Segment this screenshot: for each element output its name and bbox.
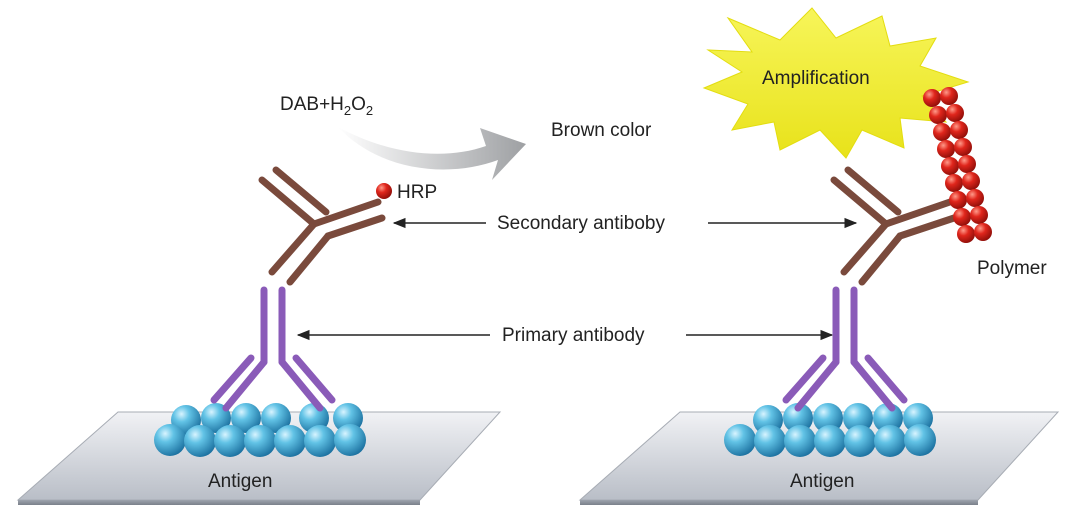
reaction-arrow [338,127,526,180]
polymer-chain [923,87,992,243]
hrp-label: HRP [397,182,437,203]
left-antigen-cluster [154,403,366,457]
brown-color-label: Brown color [551,120,652,141]
reaction-label: DAB+H2O2 [280,94,373,118]
secondary-antibody-label: Secondary antiboby [497,213,665,234]
antigen-label-left: Antigen [208,471,272,492]
right-plate [578,411,1060,505]
left-primary-antibody [210,286,336,412]
left-secondary-antibody [258,166,386,286]
right-secondary-antibody [830,166,958,286]
right-scheme: Amplification Polymer Antigen [578,7,1060,505]
right-primary-antibody [782,286,908,412]
hrp-bead [376,183,392,199]
antigen-label-right: Antigen [790,471,854,492]
amplification-label: Amplification [762,68,870,89]
center-labels: Secondary antiboby Primary antibody [296,213,858,346]
right-antigen-cluster [724,403,936,457]
starburst-icon: Amplification [702,7,970,159]
left-scheme: HRP DAB+H2O2 Brown color Antigen [16,94,652,505]
primary-antibody-label: Primary antibody [502,325,645,346]
polymer-label: Polymer [977,258,1047,279]
